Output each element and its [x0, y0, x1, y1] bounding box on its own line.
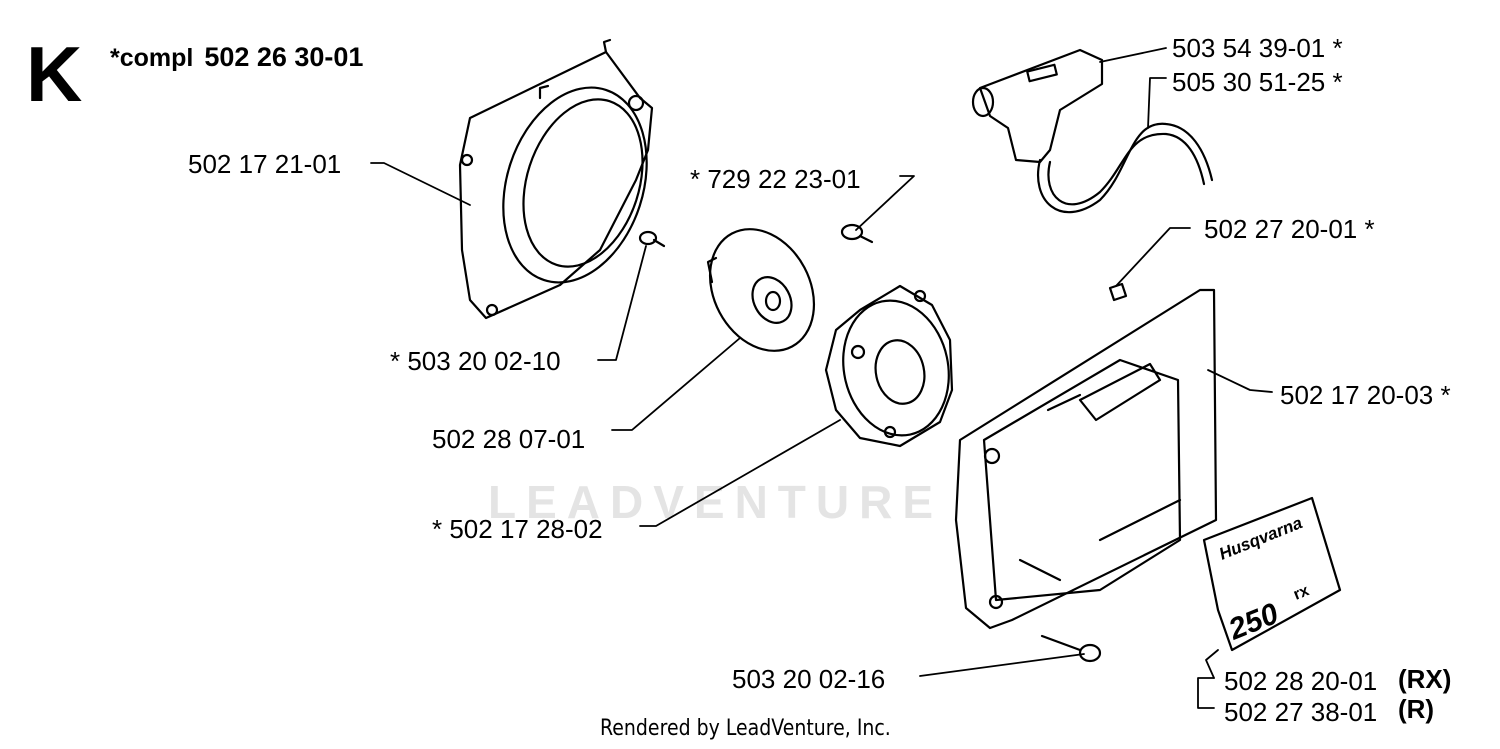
- nut-drawing: [1108, 282, 1128, 302]
- part-label-decal-r[interactable]: 502 27 38-01: [1224, 697, 1378, 727]
- part-label-starter-cover[interactable]: 502 17 20-03 *: [1280, 380, 1451, 410]
- handle-drawing: [971, 48, 1104, 164]
- screw-top-drawing: [840, 223, 874, 244]
- part-label-starter-housing[interactable]: * 502 17 28-02: [432, 514, 603, 544]
- pulley-drawing: [706, 228, 816, 352]
- decal-model-suffix: rx: [1291, 582, 1311, 603]
- part-label-screw-small[interactable]: * 503 20 02-10: [390, 346, 561, 376]
- decal-drawing: [1202, 496, 1342, 652]
- screw-small-drawing: [638, 230, 666, 248]
- decal-model: 250: [1223, 597, 1283, 647]
- cord-drawing: [1037, 122, 1214, 214]
- assembly-title: *compl 502 26 30-01: [110, 42, 363, 73]
- part-label-screw-bottom[interactable]: 503 20 02-16: [732, 664, 886, 694]
- watermark: LEADVENTURE: [488, 476, 944, 528]
- leader-lines: [370, 47, 1273, 709]
- variant-r: (R): [1398, 694, 1435, 724]
- part-label-cord[interactable]: 505 30 51-25 *: [1172, 67, 1343, 97]
- footer-credit: Rendered by LeadVenture, Inc.: [600, 716, 891, 741]
- starter-cover-drawing: [954, 288, 1218, 630]
- assembly-code: 502 26 30-01: [204, 42, 364, 72]
- variant-rx: (RX): [1398, 664, 1452, 694]
- part-label-decal-rx[interactable]: 502 28 20-01: [1224, 666, 1378, 696]
- part-label-pulley[interactable]: 502 28 07-01: [432, 424, 586, 454]
- screw-bottom-drawing: [1040, 634, 1102, 663]
- assembly-prefix: *compl: [110, 44, 194, 72]
- part-label-nut[interactable]: 502 27 20-01 *: [1204, 214, 1375, 244]
- part-label-fan-cover[interactable]: 502 17 21-01: [188, 149, 342, 179]
- starter-housing-drawing: [824, 284, 954, 448]
- section-letter: K: [26, 30, 83, 118]
- decal-brand: Husqvarna: [1216, 513, 1305, 564]
- part-label-screw-top[interactable]: * 729 22 23-01: [690, 164, 861, 194]
- part-label-handle[interactable]: 503 54 39-01 *: [1172, 33, 1343, 63]
- fan-cover-drawing: [458, 38, 654, 320]
